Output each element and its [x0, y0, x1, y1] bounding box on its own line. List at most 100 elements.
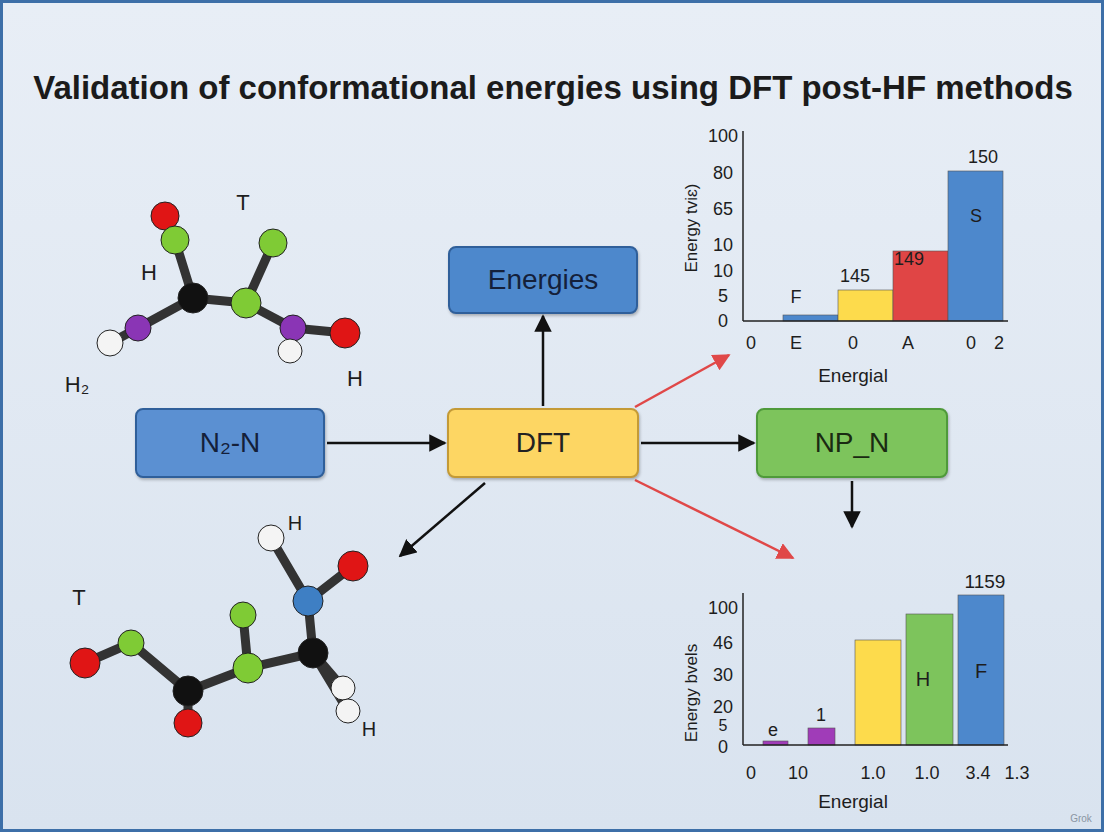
chart-top-axe-part: [742, 131, 744, 321]
molecule-bottom-atom-part: [298, 638, 328, 668]
bar-label: e: [768, 721, 778, 739]
axis-tick: 1.3: [1004, 764, 1029, 782]
molecule-bottom-atom-part: [338, 551, 368, 581]
pointer-arrow-part: [851, 481, 854, 527]
molecule-bottom-atom-part: [230, 602, 256, 628]
bar-label: 1159: [965, 572, 1006, 591]
chart-top-axe-part: [743, 320, 1008, 322]
node-label: N₂-N: [200, 427, 261, 459]
flow-arrow: [641, 442, 754, 445]
bar-label: S: [970, 207, 982, 225]
axis-tick: 80: [713, 164, 733, 182]
axis-tick: 20: [713, 698, 733, 716]
molecule-bottom-atom-part: [118, 630, 144, 656]
axis-tick: 1.0: [860, 764, 885, 782]
molecule-top-atoms: [97, 202, 360, 363]
atom-label: H: [347, 368, 363, 390]
axis-title: Energy bvels: [683, 644, 700, 742]
chart-bottom-bar-part: [958, 595, 1004, 745]
molecule-top-atom-part: [97, 330, 123, 356]
molecule-bottom: [85, 538, 353, 723]
axis-tick: 3.4: [965, 764, 990, 782]
result-box: NP_N: [756, 408, 948, 478]
atom-label: H: [141, 262, 157, 284]
axis-tick: 1.0: [914, 764, 939, 782]
bar-label: H: [916, 669, 930, 689]
atom-label: T: [236, 192, 249, 214]
flow-arrow: [327, 442, 445, 445]
chart-top-bar-part: [893, 251, 948, 321]
molecule-bottom-atom-part: [258, 525, 284, 551]
molecule-top-atom-part: [178, 283, 208, 313]
molecule-top-atom-part: [280, 315, 306, 341]
node-label: NP_N: [815, 427, 890, 459]
chart-bottom-bar-part: [808, 728, 835, 745]
flow-arrow: [542, 316, 545, 406]
axis-tick: 0: [746, 334, 756, 352]
molecule-top-atom-part: [231, 288, 261, 318]
pointer-arrow-part: [635, 355, 729, 407]
axis-tick: 65: [713, 200, 733, 218]
node-label: DFT: [516, 427, 570, 459]
chart-top-bar-part: [838, 290, 893, 321]
output-box: Energies: [448, 246, 638, 314]
atom-label: H: [288, 513, 302, 533]
chart-top-axes: [743, 131, 1008, 321]
pointer-arrow-part: [400, 483, 485, 556]
axis-title: Energy tviɛ): [683, 183, 700, 272]
bar-label: 149: [894, 250, 924, 268]
atom-label: T: [72, 587, 85, 609]
atom-label: H: [362, 719, 376, 739]
chart-bottom-axes: [743, 593, 1008, 745]
molecule-top-atom-part: [259, 229, 287, 257]
axis-tick: A: [902, 334, 914, 352]
axis-tick: 0: [848, 334, 858, 352]
chart-top-bar-part: [948, 171, 1003, 321]
axis-tick: 0: [718, 738, 728, 756]
bar-label: F: [975, 661, 987, 681]
axis-title: Energial: [818, 366, 888, 385]
axis-tick: 0: [966, 334, 976, 352]
axis-tick: 10: [713, 236, 733, 254]
molecule-bottom-atom-part: [174, 709, 202, 737]
axis-tick: 10: [788, 764, 808, 782]
chart-top-bars: [783, 171, 1003, 321]
molecule-top: [110, 216, 345, 351]
axis-tick: 46: [713, 634, 733, 652]
axis-tick: 100: [708, 127, 738, 145]
pointer-arrow-part: [635, 480, 793, 558]
axis-tick: 100: [708, 599, 738, 617]
axis-tick: 5: [719, 718, 728, 734]
chart-top-bar-part: [783, 315, 838, 321]
molecule-bottom-atom-part: [293, 586, 323, 616]
axis-tick: 0: [746, 764, 756, 782]
input-box: N₂-N: [135, 408, 325, 478]
chart-bottom-bar-part: [855, 640, 901, 745]
bar-label: 1: [816, 706, 826, 724]
molecule-bottom-atoms: [70, 525, 368, 737]
molecule-bottom-atom-part: [336, 699, 360, 723]
axis-tick: 5: [718, 287, 728, 305]
molecule-top-atom-part: [125, 315, 151, 341]
watermark: Grok: [1070, 814, 1092, 824]
axis-title: Energial: [818, 792, 888, 811]
molecule-bottom-atom-part: [70, 648, 100, 678]
chart-bottom-bars: [763, 595, 1004, 745]
chart-bottom-axe-part: [742, 593, 744, 745]
bar-label: 145: [840, 267, 870, 285]
chart-bottom-axe-part: [743, 744, 1008, 746]
axis-tick: E: [790, 334, 802, 352]
molecule-top-atom-part: [330, 318, 360, 348]
axis-tick: 10: [713, 262, 733, 280]
molecule-bottom-atom-part: [331, 676, 355, 700]
axis-tick: 30: [713, 666, 733, 684]
axis-tick: 2: [994, 334, 1004, 352]
molecule-bottom-atom-part: [233, 653, 263, 683]
molecule-top-atom-part: [278, 339, 302, 363]
atom-label: H₂: [65, 374, 89, 396]
molecule-top-atom-part: [161, 226, 189, 254]
node-label: Energies: [488, 264, 599, 296]
axis-tick: 0: [718, 312, 728, 330]
method-box: DFT: [447, 408, 639, 478]
